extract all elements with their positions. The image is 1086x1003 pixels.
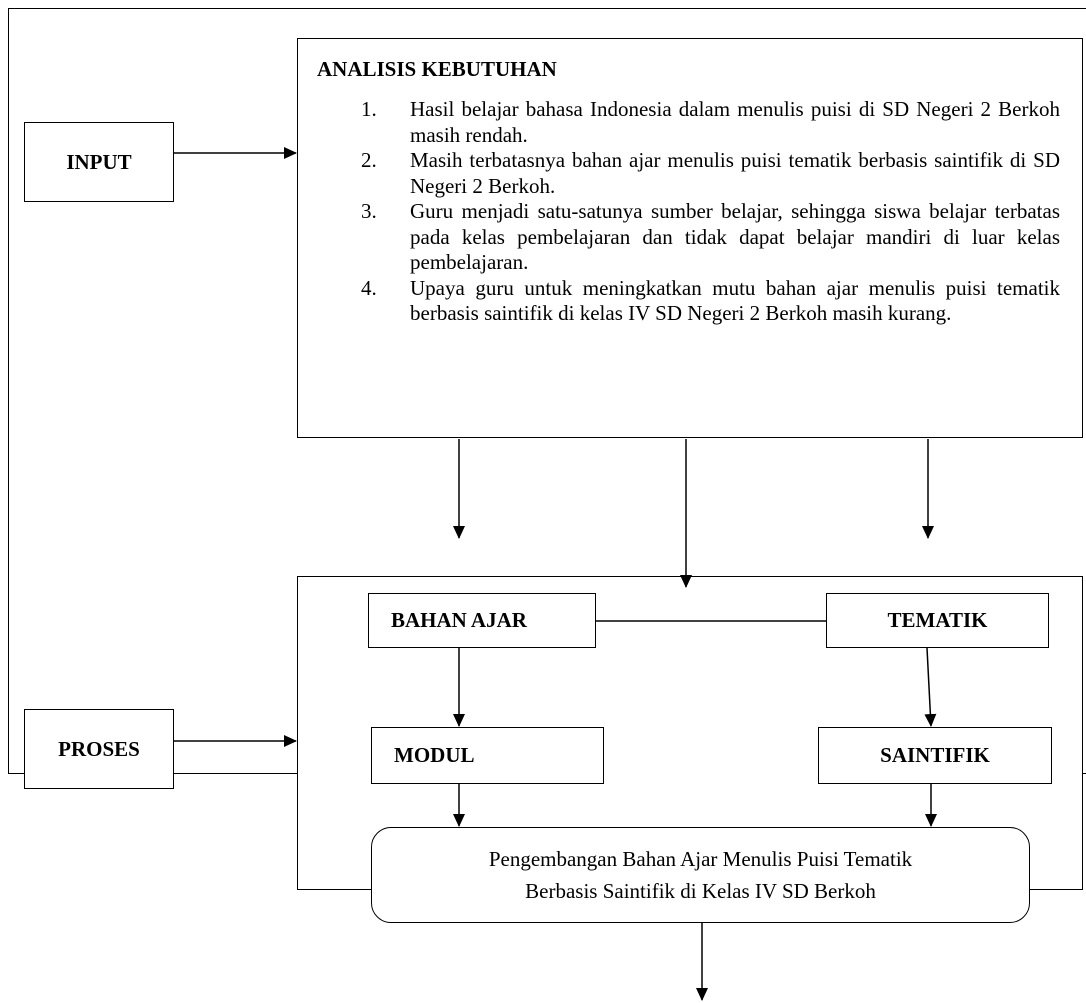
saintifik-box: SAINTIFIK [818, 727, 1052, 784]
result-text: Pengembangan Bahan Ajar Menulis Puisi Te… [488, 847, 913, 903]
tematik-label: TEMATIK [887, 608, 988, 632]
result-box: Pengembangan Bahan Ajar Menulis Puisi Te… [371, 827, 1030, 923]
proses-label: PROSES [58, 736, 140, 761]
tematik-box: TEMATIK [826, 593, 1049, 648]
analysis-title: ANALISIS KEBUTUHAN [317, 57, 557, 81]
proses-box: PROSES [24, 709, 174, 789]
list-item: 4.Upaya guru untuk meningkatkan mutu bah… [361, 275, 1060, 326]
modul-label: MODUL [394, 743, 475, 767]
list-item: 3.Guru menjadi satu-satunya sumber belaj… [361, 199, 1060, 274]
list-item: 2.Masih terbatasnya bahan ajar menulis p… [361, 148, 1060, 198]
input-box: INPUT [24, 122, 174, 202]
arrow-tematik-to-saintifik [924, 647, 937, 727]
list-item: 1.Hasil belajar bahasa Indonesia dalam m… [361, 97, 1060, 147]
modul-box: MODUL [371, 727, 604, 784]
saintifik-label: SAINTIFIK [880, 743, 990, 767]
input-label: INPUT [66, 149, 132, 174]
bahan-ajar-box: BAHAN AJAR [368, 593, 596, 648]
analysis-box: ANALISIS KEBUTUHAN 1.Hasil belajar bahas… [297, 38, 1083, 438]
needs-list: 1.Hasil belajar bahasa Indonesia dalam m… [314, 97, 1060, 327]
bahan-ajar-label: BAHAN AJAR [391, 608, 527, 632]
